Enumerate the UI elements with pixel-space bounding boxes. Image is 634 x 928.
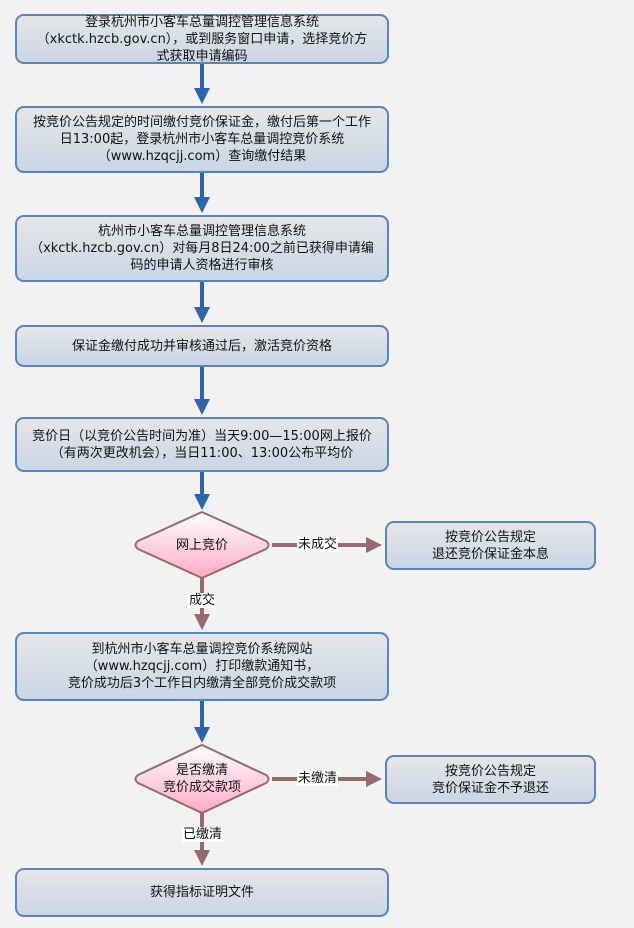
result-text: 按竞价公告规定 竞价保证金不予退还 — [431, 763, 549, 796]
decision-label-payment-cleared: 是否缴清 竞价成交款项 — [162, 763, 241, 795]
step-box-obtain-certificate: 获得指标证明文件 — [15, 868, 389, 917]
step-box-pay-deposit: 按竞价公告规定的时间缴付竞价保证金，缴付后第一个工作 日13:00起，登录杭州市… — [15, 106, 389, 173]
step-text: 按竞价公告规定的时间缴付竞价保证金，缴付后第一个工作 日13:00起，登录杭州市… — [32, 115, 371, 164]
step-box-activate-bidding: 保证金缴付成功并审核通过后，激活竞价资格 — [15, 325, 389, 367]
result-box-forfeit-deposit: 按竞价公告规定 竞价保证金不予退还 — [385, 755, 596, 804]
step-text: 竞价日（以竞价公告时间为准）当天9:00—15:00网上报价 （有两次更改机会）… — [32, 428, 372, 461]
result-text: 按竞价公告规定 退还竞价保证金本息 — [431, 529, 549, 562]
step-box-bidding-day: 竞价日（以竞价公告时间为准）当天9:00—15:00网上报价 （有两次更改机会）… — [15, 417, 389, 472]
step-text: 杭州市小客车总量调控管理信息系统 （xkctk.hzcb.gov.cn）对每月8… — [30, 224, 374, 273]
step-text: 登录杭州市小客车总量调控管理信息系统 （xkctk.hzcb.gov.cn），或… — [36, 14, 368, 64]
step-text: 获得指标证明文件 — [149, 885, 254, 900]
arrow-step5-to-decision1 — [194, 471, 210, 510]
result-box-refund-deposit: 按竞价公告规定 退还竞价保证金本息 — [385, 521, 596, 570]
decision-label-online-bidding: 网上竞价 — [175, 537, 228, 553]
arrow-step1-to-step2 — [194, 63, 210, 104]
step-box-qualification-review: 杭州市小客车总量调控管理信息系统 （xkctk.hzcb.gov.cn）对每月8… — [15, 215, 389, 282]
arrow-step3-to-step4 — [194, 281, 210, 323]
step-box-print-payment-notice: 到杭州市小客车总量调控竞价系统网站 （www.hzqcjj.com）打印缴款通知… — [15, 632, 389, 701]
step-text: 保证金缴付成功并审核通过后，激活竞价资格 — [71, 338, 332, 354]
edge-label-no-deal: 未成交 — [297, 537, 339, 552]
arrow-step2-to-step3 — [194, 172, 210, 213]
edge-label-unpaid: 未缴清 — [297, 771, 339, 786]
step-box-apply-code: 登录杭州市小客车总量调控管理信息系统 （xkctk.hzcb.gov.cn），或… — [15, 14, 389, 64]
edge-label-paid: 已缴清 — [182, 827, 224, 842]
decision-diamond-1 — [134, 510, 270, 580]
step-text: 到杭州市小客车总量调控竞价系统网站 （www.hzqcjj.com）打印缴款通知… — [67, 642, 337, 691]
arrow-step4-to-step5 — [194, 366, 210, 415]
decision-diamond-2 — [134, 743, 270, 815]
edge-label-deal: 成交 — [188, 593, 217, 608]
arrow-step6-to-decision2 — [194, 700, 210, 743]
